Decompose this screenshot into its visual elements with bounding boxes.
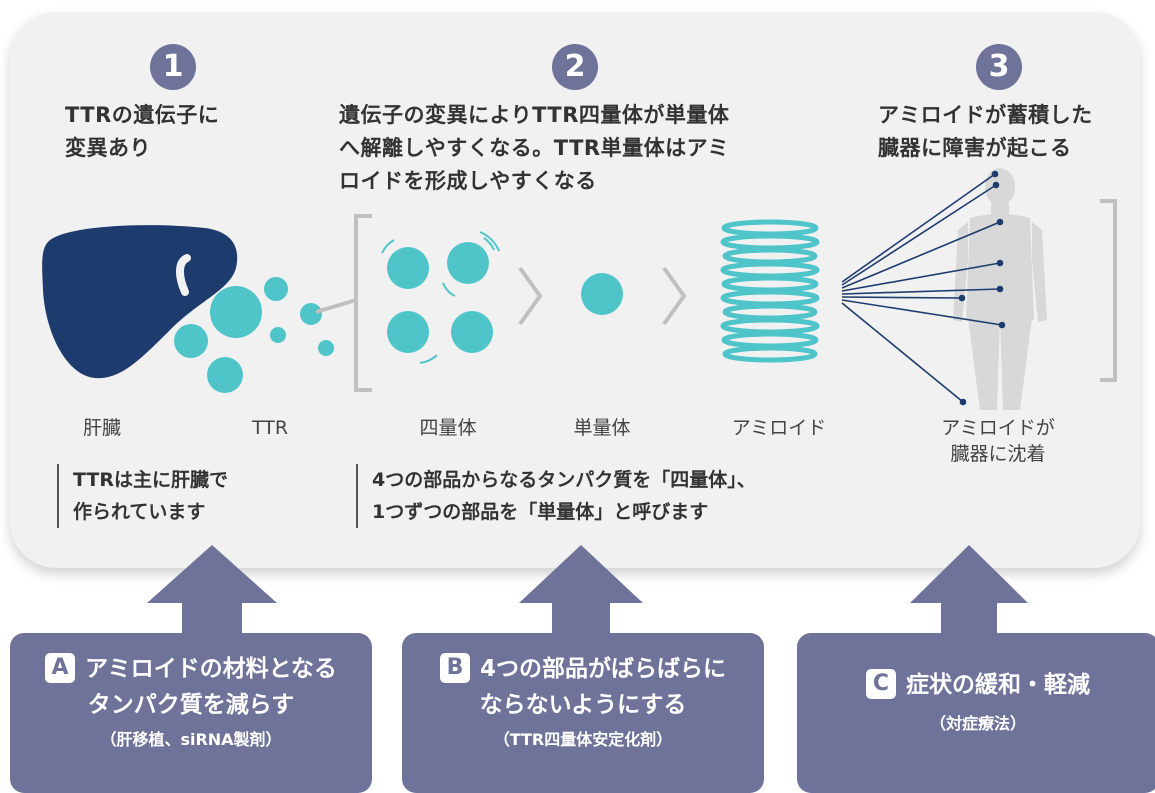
amyloid-fibril [720, 219, 820, 363]
ttr-molecule-zoom [300, 303, 322, 325]
treatment-a-title: A アミロイドの材料となる [10, 651, 372, 687]
label-amyloid: アミロイド [731, 417, 827, 439]
monomer [581, 273, 623, 315]
step-text-1: TTRの遺伝子に 変異あり [65, 99, 325, 165]
vibration-mark [479, 231, 500, 252]
treatment-b-title: B 4つの部品がばらばらに [402, 651, 764, 687]
treatment-c-subtitle: （対症療法） [929, 714, 1026, 733]
up-arrow-icon [519, 545, 643, 640]
step-number-1: 1 [150, 44, 196, 90]
treatment-b-subtitle: （TTR四量体安定化剤） [493, 730, 673, 749]
label-ttr: TTR [251, 417, 289, 439]
badge-c: C [866, 669, 896, 699]
step-text-3-line: アミロイドが蓄積した 臓器に障害が起こる [878, 103, 1093, 160]
parts-note: 4つの部品からなるタンパク質を「四量体」、 1つずつの部品を「単量体」と呼びます [356, 464, 842, 528]
step-text-2-line: 遺伝子の変異によりTTR四量体が単量体 へ解離しやすくなる。TTR単量体はアミ … [339, 103, 730, 193]
up-arrow-icon [147, 545, 277, 640]
step-text-1-line: TTRの遺伝子に 変異あり [65, 103, 220, 160]
tetramer-subunit [387, 311, 429, 353]
treatment-a-line2: タンパク質を減らす [87, 692, 295, 718]
treatment-box-b: B 4つの部品がばらばらに ならないようにする （TTR四量体安定化剤） [402, 633, 764, 793]
human-body-silhouette [953, 168, 1047, 410]
up-arrow-icon [910, 545, 1028, 640]
step-number-2: 2 [552, 44, 598, 90]
badge-b: B [439, 653, 470, 683]
vibration-mark [483, 237, 495, 251]
right-bracket [1100, 199, 1117, 382]
treatment-b-line2: ならないようにする [479, 692, 687, 718]
deposit-lines [841, 170, 1006, 406]
vibration-mark [419, 354, 438, 364]
label-liver: 肝臓 [82, 417, 121, 439]
treatment-box-a: A アミロイドの材料となる タンパク質を減らす （肝移植、siRNA製剤） [10, 633, 372, 793]
liver-vessel [176, 254, 191, 296]
treatment-c-title: C 症状の緩和・軽減 [797, 667, 1155, 703]
liver-note: TTRは主に肝臓で 作られています [57, 464, 333, 528]
zoom-line [315, 298, 357, 314]
treatment-a-subtitle: （肝移植、siRNA製剤） [100, 730, 282, 749]
ttr-molecule [210, 286, 262, 338]
label-tetramer: 四量体 [419, 417, 477, 439]
step-text-2: 遺伝子の変異によりTTR四量体が単量体 へ解離しやすくなる。TTR単量体はアミ … [339, 99, 859, 198]
treatment-box-c: C 症状の緩和・軽減 （対症療法） [797, 633, 1155, 793]
ttr-molecule [174, 324, 208, 358]
treatment-a-line1: アミロイドの材料となる [85, 656, 337, 682]
label-deposit: アミロイドが 臓器に沈着 [941, 417, 1055, 465]
tetramer-subunit [387, 247, 429, 289]
vibration-mark [442, 282, 456, 297]
ttr-molecule [270, 327, 286, 343]
liver-shape [42, 225, 238, 379]
left-bracket [354, 214, 372, 392]
tetramer-subunit [447, 242, 489, 284]
ttr-molecule [207, 357, 243, 393]
vibration-mark [381, 239, 395, 254]
ttr-molecule [264, 277, 288, 301]
step-text-3: アミロイドが蓄積した 臓器に障害が起こる [878, 99, 1138, 165]
chevron-right-icon [662, 266, 687, 326]
step-number-3: 3 [976, 44, 1022, 90]
treatment-b-line1: 4つの部品がばらばらに [479, 656, 726, 682]
badge-a: A [45, 653, 76, 683]
chevron-right-icon [518, 266, 543, 326]
tetramer-subunit [451, 311, 493, 353]
ttr-molecule [318, 340, 334, 356]
label-monomer: 単量体 [573, 417, 631, 439]
treatment-c-line1: 症状の緩和・軽減 [906, 672, 1090, 698]
